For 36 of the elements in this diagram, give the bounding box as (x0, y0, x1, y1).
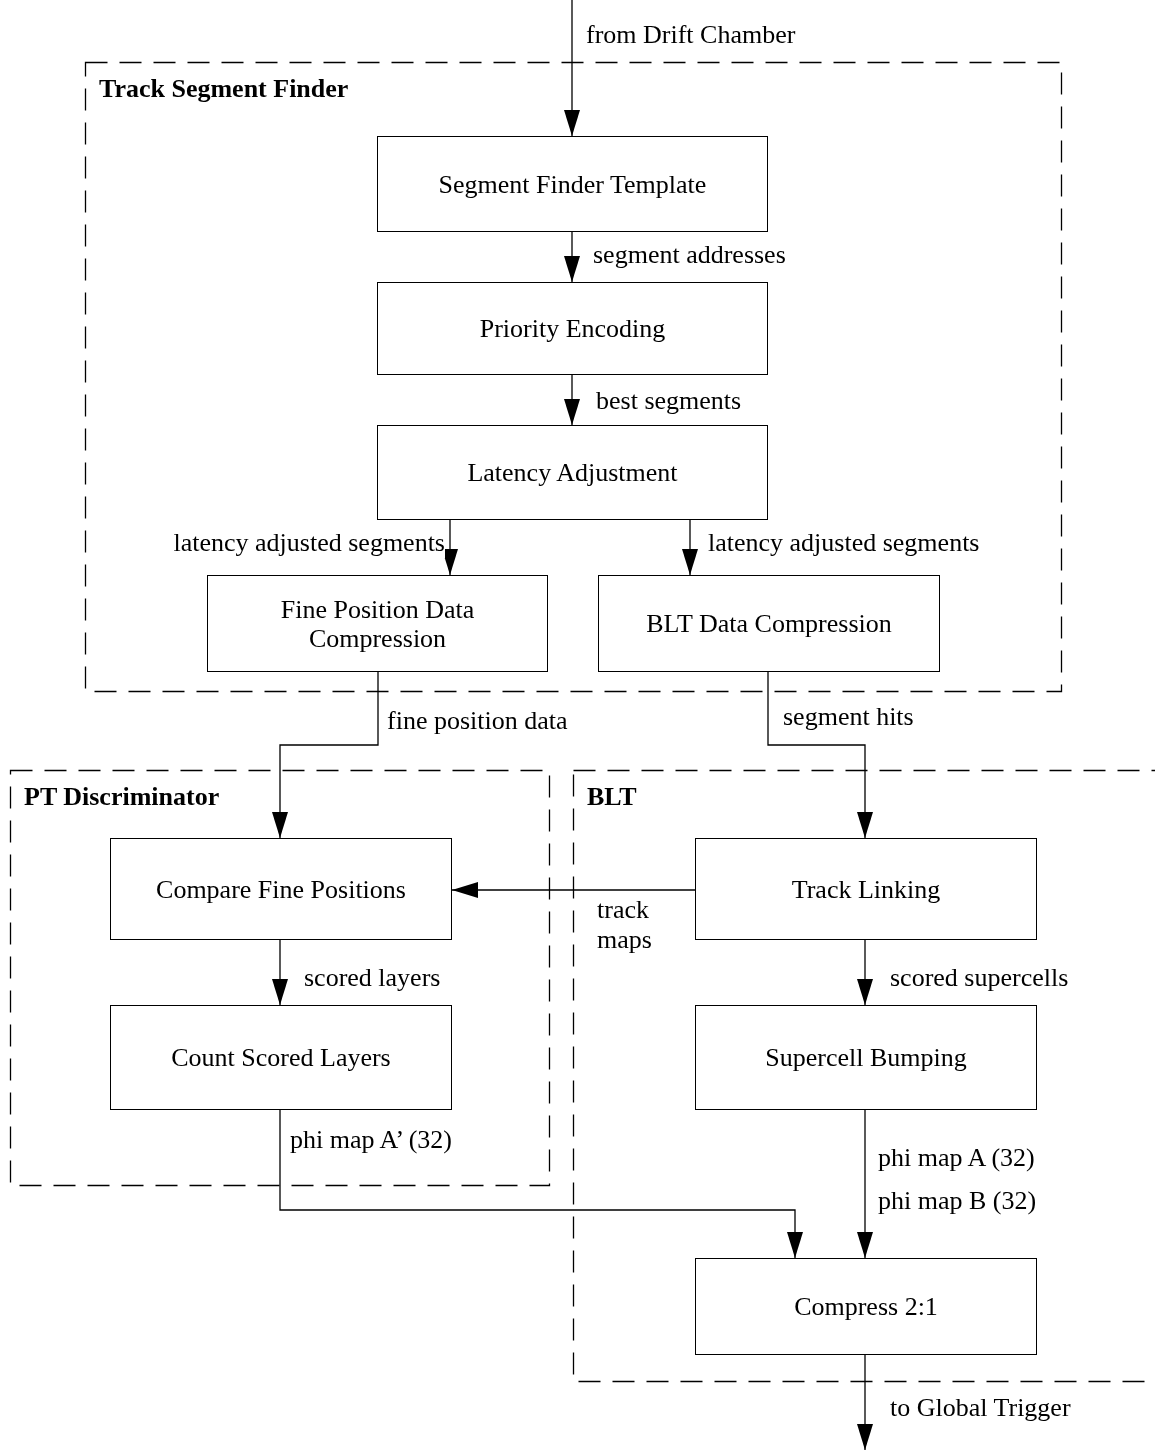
process-box (377, 425, 768, 520)
arrow (682, 519, 698, 576)
arrow (442, 519, 458, 576)
box-label: Latency Adjustment (467, 458, 678, 487)
arrow (451, 882, 696, 898)
process-box (377, 136, 768, 232)
arrow (272, 939, 288, 1006)
box-label: Priority Encoding (479, 314, 666, 343)
arrow (857, 1354, 873, 1450)
box-label: Compare Fine Positions (156, 874, 406, 904)
box-label: Track Linking (791, 874, 941, 904)
process-box (598, 575, 940, 672)
box-label: Fine Position Data Compression (279, 594, 476, 653)
box-label: Compress 2:1 (794, 1292, 938, 1321)
process-box (377, 282, 768, 375)
process-box (695, 838, 1037, 940)
process-box (695, 1005, 1037, 1110)
arrow (279, 1109, 803, 1259)
arrow (564, 0, 580, 137)
group-title: Track Segment Finder (99, 74, 349, 104)
process-box (110, 838, 452, 940)
box-label: Segment Finder Template (438, 169, 707, 199)
group-title: PT Discriminator (24, 782, 220, 812)
box-label: BLT Data Compression (646, 609, 892, 638)
arrow (857, 939, 873, 1006)
process-box (695, 1258, 1037, 1355)
process-box (110, 1005, 452, 1110)
arrow (857, 1109, 873, 1259)
box-label: Supercell Bumping (765, 1043, 967, 1072)
arrow (272, 671, 379, 839)
box-label: Count Scored Layers (171, 1043, 391, 1072)
group-title: BLT (587, 782, 637, 812)
arrow (564, 374, 580, 426)
arrow (564, 231, 580, 283)
process-box (207, 575, 548, 672)
arrow (767, 671, 873, 839)
